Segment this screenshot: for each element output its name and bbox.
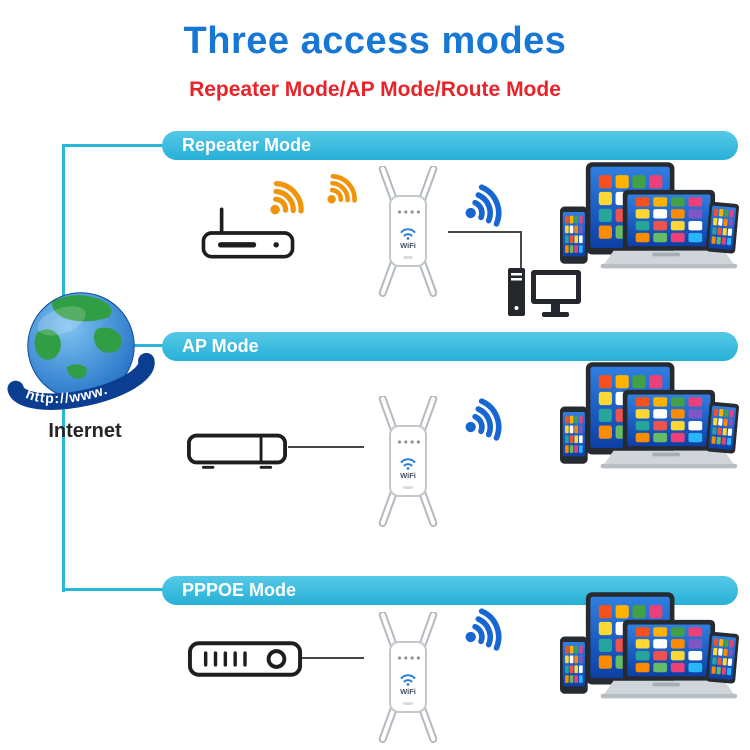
wifi-repeater-device-icon	[377, 612, 439, 744]
wifi-repeater-device-icon	[377, 166, 439, 298]
client-devices-icon	[560, 592, 740, 705]
internet-globe-icon: http://www.	[7, 292, 155, 415]
wifi-repeater-device-icon	[377, 396, 439, 528]
pppoe-modem-icon	[187, 641, 303, 677]
banner-repeater-mode: Repeater Mode	[162, 131, 738, 160]
internet-label: Internet	[48, 420, 122, 442]
banner-label: Repeater Mode	[182, 135, 312, 155]
client-devices-icon	[560, 162, 740, 275]
ethernet-cable-line	[288, 446, 364, 448]
ethernet-cable-line	[448, 231, 522, 233]
wifi-signal-blue-icon	[452, 384, 525, 457]
connector-line-pppoe	[62, 588, 164, 591]
ethernet-cable-line	[520, 231, 522, 269]
banner-ap-mode: AP Mode	[162, 332, 738, 361]
page-title: Three access modes	[183, 20, 567, 62]
banner-label: AP Mode	[182, 336, 259, 356]
desktop-computer-icon	[508, 268, 581, 317]
connector-line-repeater	[62, 144, 164, 147]
modem-icon	[187, 433, 287, 470]
page-subtitle: Repeater Mode/AP Mode/Route Mode	[189, 78, 561, 101]
client-devices-icon	[560, 362, 740, 475]
banner-label: PPPOE Mode	[182, 580, 297, 600]
ethernet-cable-line	[302, 657, 364, 659]
